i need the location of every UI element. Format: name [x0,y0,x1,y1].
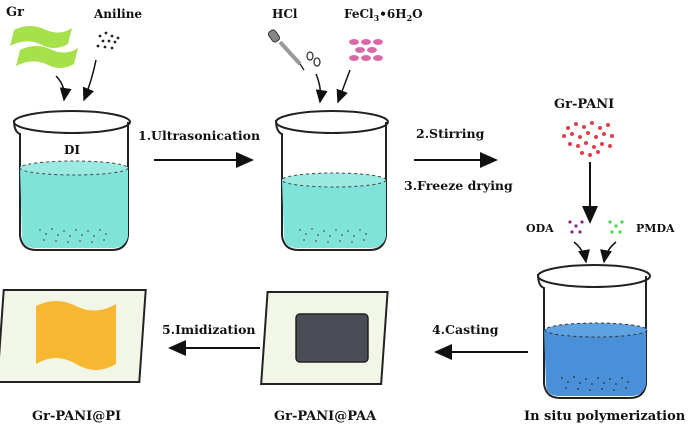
step-3-label: 3.Freeze drying [404,178,513,193]
gr-label: Gr [6,5,24,20]
step-4-label: 4.Casting [432,322,499,337]
pmda-particles [608,220,624,234]
dropper-icon [267,29,305,71]
beaker-1 [13,110,131,251]
hcl-label: HCl [272,7,298,21]
step-5-label: 5.Imidization [162,322,256,337]
fecl3-label: FeCl3•6H2O [344,7,423,23]
gr-pani-particles [562,121,614,157]
hcl-droplets [306,51,321,67]
step-2-label: 2.Stirring [416,126,485,141]
oda-label: ODA [526,222,554,235]
arrow-pmda-in [600,241,617,264]
step-1-label: 1.Ultrasonication [138,128,260,143]
arrow-aniline-in [82,59,97,102]
beaker-3 [537,264,651,399]
aniline-dots [96,31,120,50]
gr-pani-label: Gr-PANI [554,97,614,112]
gr-pani-pi-label: Gr-PANI@PI [32,409,121,424]
arrow-oda-in [573,241,590,264]
arrow-hcl-in [315,73,328,104]
pmda-label: PMDA [636,222,675,235]
beaker-2 [275,110,389,251]
arrow-gr-in [55,75,72,102]
in-situ-label: In situ polymerization [524,409,686,424]
arrow-fecl3-in [336,69,351,104]
fecl3-particles [349,39,383,61]
oda-particles [568,220,584,234]
di-label: DI [64,143,80,157]
pi-film [0,289,147,383]
aniline-label: Aniline [93,7,142,21]
paa-film [260,291,389,385]
graphene-sheets [10,26,78,68]
gr-pani-paa-label: Gr-PANI@PAA [274,409,377,424]
